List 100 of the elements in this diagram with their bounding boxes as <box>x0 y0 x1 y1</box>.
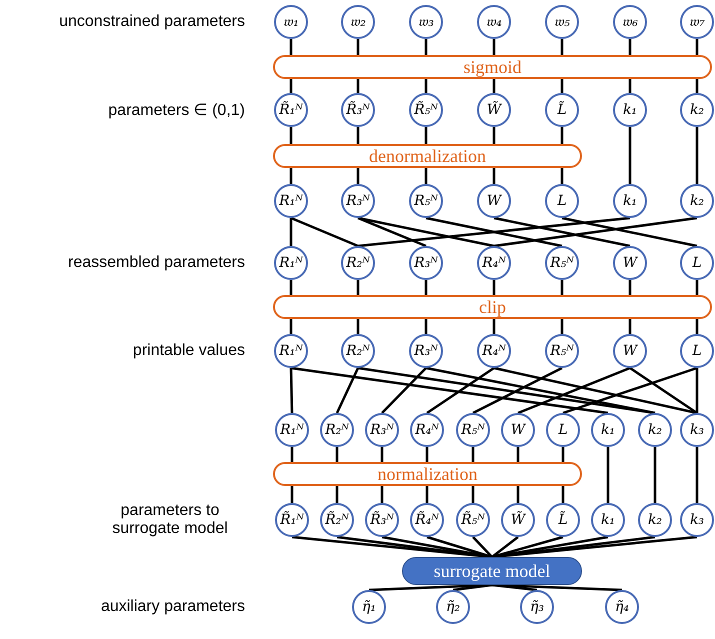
variable-circle: η̃₄ <box>605 590 639 624</box>
connector-line <box>696 280 698 295</box>
connector-line <box>492 319 496 334</box>
variable-circle: k₂ <box>638 503 672 537</box>
variable-circle: k₁ <box>613 184 647 218</box>
connector-line <box>492 584 622 592</box>
variable-circle: R₅ᴺ <box>409 184 443 218</box>
variable-circle: R₃ᴺ <box>409 246 443 280</box>
variable-circle: k₃ <box>680 503 714 537</box>
connector-line <box>491 536 519 558</box>
variable-circle: k₂ <box>638 413 672 447</box>
connector-line <box>426 366 656 414</box>
variable-circle: R̃₅ᴺ <box>409 93 443 127</box>
variable-circle: η̃₃ <box>520 590 554 624</box>
connector-line <box>560 127 564 144</box>
variable-circle: R₄ᴺ <box>477 334 511 368</box>
variable-circle: R̃₁ᴺ <box>274 93 308 127</box>
variable-circle: k₃ <box>680 413 714 447</box>
connector-line <box>696 447 698 503</box>
connector-line <box>358 216 630 248</box>
variable-circle: R₄ᴺ <box>410 413 444 447</box>
connector-line <box>654 447 656 503</box>
variable-circle: 𝔴₂ <box>341 5 375 39</box>
variable-circle: R₃ᴺ <box>409 334 443 368</box>
connector-line <box>290 216 358 248</box>
variable-circle: W <box>613 246 647 280</box>
connector-line <box>560 280 564 295</box>
variable-circle: L̃ <box>546 503 580 537</box>
connector-line <box>356 39 360 55</box>
row-label: printable values <box>132 342 245 360</box>
connector-line <box>358 216 426 248</box>
connector-line <box>696 79 698 93</box>
connector-line <box>628 39 632 55</box>
connector-line <box>628 127 632 184</box>
connector-line <box>560 319 564 334</box>
connector-line <box>336 447 338 462</box>
connector-line <box>426 216 562 248</box>
connector-line <box>336 486 338 503</box>
connector-line <box>628 280 632 295</box>
row-label: unconstrained parameters <box>58 13 245 31</box>
connector-line <box>472 536 493 558</box>
connector-line <box>290 366 608 414</box>
connector-line <box>560 168 564 184</box>
connector-line <box>562 216 698 248</box>
variable-circle: k₁ <box>591 413 625 447</box>
variable-circle: k₂ <box>680 184 714 218</box>
variable-circle: L <box>546 413 580 447</box>
variable-circle: k₂ <box>680 93 714 127</box>
connector-line <box>606 447 610 503</box>
variable-circle: R̃₂ᴺ <box>320 503 354 537</box>
model-box: surrogate model <box>402 557 582 585</box>
connector-line <box>290 127 292 144</box>
connector-line <box>696 368 698 413</box>
connector-line <box>290 280 292 295</box>
variable-circle: R₅ᴺ <box>545 246 579 280</box>
variable-circle: k₁ <box>613 93 647 127</box>
variable-circle: 𝔴₆ <box>613 5 647 39</box>
variable-circle: R₁ᴺ <box>274 246 308 280</box>
connector-line <box>424 79 428 93</box>
connector-line <box>426 366 495 414</box>
connector-line <box>336 367 360 414</box>
connector-line <box>516 447 520 462</box>
connector-line <box>290 79 292 93</box>
connector-line <box>426 486 428 503</box>
connector-line <box>494 216 698 248</box>
variable-circle: k₁ <box>591 503 625 537</box>
connector-line <box>472 486 474 503</box>
connector-line <box>562 447 564 462</box>
connector-line <box>628 319 632 334</box>
variable-circle: 𝔴₇ <box>680 5 714 39</box>
variable-circle: R₁ᴺ <box>274 184 308 218</box>
connector-line <box>290 319 292 334</box>
connector-line <box>472 366 563 414</box>
variable-circle: R₄ᴺ <box>477 246 511 280</box>
variable-circle: L <box>680 334 714 368</box>
connector-line <box>356 79 360 93</box>
connector-line <box>516 486 520 503</box>
connector-line <box>560 79 564 93</box>
row-label: parameters ∈ (0,1) <box>107 101 245 120</box>
variable-circle: η̃₂ <box>436 590 470 624</box>
connector-line <box>562 366 698 414</box>
connector-line <box>356 280 360 295</box>
connector-line <box>424 168 428 184</box>
connector-line <box>494 216 630 248</box>
row-label: parameters to surrogate model <box>111 502 229 538</box>
connector-line <box>290 368 294 414</box>
connector-line <box>492 127 496 144</box>
connector-line <box>290 447 294 462</box>
variable-circle: η̃₁ <box>352 590 386 624</box>
variable-circle: L <box>545 184 579 218</box>
connector-line <box>290 486 294 503</box>
connector-line <box>562 486 564 503</box>
variable-circle: 𝔴₄ <box>477 5 511 39</box>
connector-line <box>290 168 292 184</box>
operation-band: normalization <box>273 462 582 486</box>
variable-circle: W <box>613 334 647 368</box>
connector-line <box>494 366 698 414</box>
variable-circle: W <box>477 184 511 218</box>
variable-circle: R₂ᴺ <box>341 246 375 280</box>
connector-line <box>290 39 292 55</box>
